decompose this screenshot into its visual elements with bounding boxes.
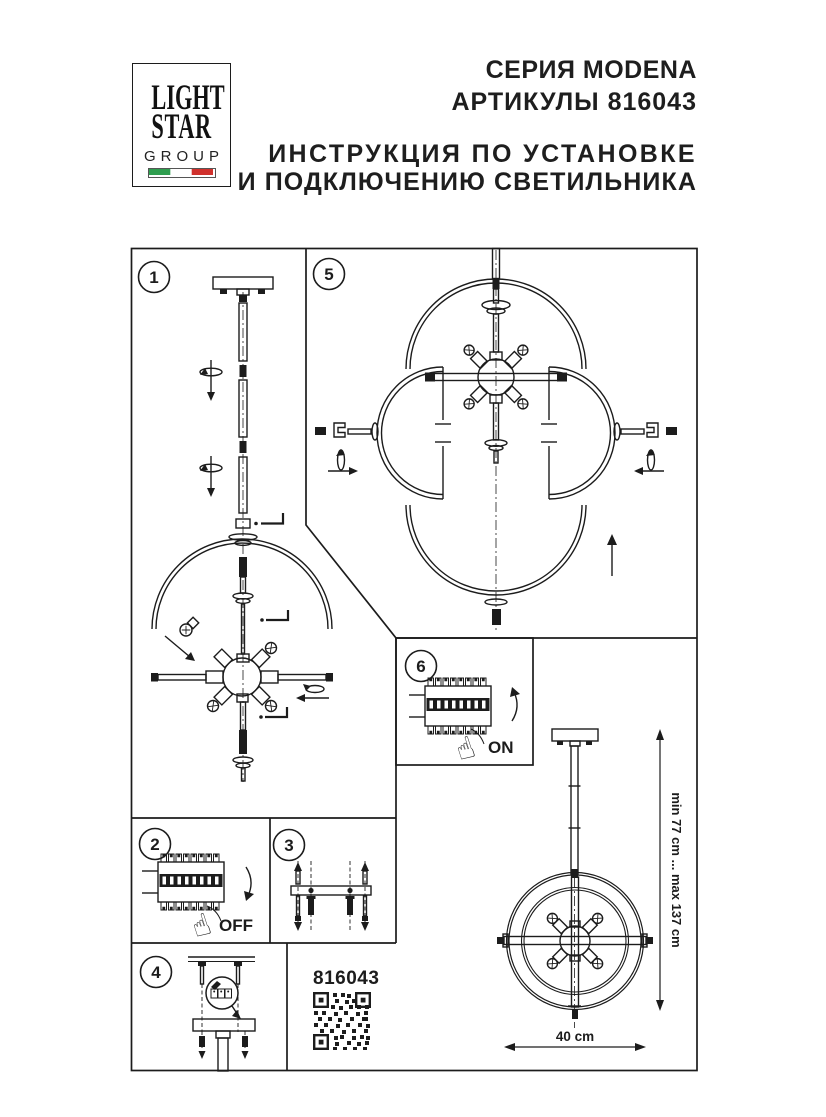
step-2-power-off-diagram: ☝ OFF — [141, 853, 254, 946]
flag-stripe-red — [191, 169, 213, 175]
step-1-badge — [137, 260, 171, 294]
article-qr-block: 816043 — [313, 968, 379, 1050]
rotate-icon — [328, 449, 358, 475]
on-label: ON — [488, 738, 514, 757]
lift-arrow-icon — [607, 534, 617, 576]
bulb-arm — [581, 912, 604, 935]
step-4-canopy-diagram — [188, 956, 256, 1072]
bulb-arm — [546, 947, 569, 970]
switch-down-arrow — [244, 891, 254, 901]
article-title: АРТИКУЛЫ 816043 — [451, 88, 697, 116]
off-label: OFF — [219, 916, 253, 935]
italian-flag-icon — [148, 168, 216, 178]
height-dimension-label: min 77 cm ... max 137 cm — [669, 792, 684, 947]
bulb-arm — [503, 384, 529, 410]
step-badges: 1 5 6 2 3 4 — [137, 257, 438, 989]
step-1-rod-assembly-diagram — [151, 276, 333, 782]
bulb-arm — [206, 685, 234, 713]
width-dimension: 40 cm — [504, 1029, 646, 1051]
step-6-badge — [404, 649, 438, 683]
series-title: СЕРИЯ MODENA — [485, 56, 697, 84]
instruction-title-line2: И ПОДКЛЮЧЕНИЮ СВЕТИЛЬНИКА — [237, 168, 697, 196]
step-5-number: 5 — [324, 265, 333, 284]
step-3-number: 3 — [284, 836, 293, 855]
switch-up-arrow — [510, 687, 520, 697]
allen-key-icon — [254, 513, 285, 526]
bulb-insert-icon — [164, 616, 200, 661]
bulb-arm — [581, 947, 604, 970]
assembled-lamp-diagram: min 77 cm ... max 137 cm 40 cm — [497, 728, 684, 1051]
step-3-bracket-diagram — [290, 861, 372, 931]
flag-stripe-green — [149, 169, 171, 175]
qr-code — [313, 992, 372, 1050]
step-6-number: 6 — [416, 657, 425, 676]
bulb-arm — [250, 685, 278, 713]
rotate-rod-icon — [199, 360, 223, 401]
height-dimension: min 77 cm ... max 137 cm — [656, 729, 684, 1011]
lightstar-logo: LIGHT STAR GROUP — [132, 63, 231, 187]
bulb-arm — [503, 344, 529, 370]
step-1-number: 1 — [149, 268, 158, 287]
step-4-badge — [139, 955, 173, 989]
side-screw-right — [613, 422, 677, 441]
step-2-badge — [138, 827, 172, 861]
bulb-arm — [546, 912, 569, 935]
panel-borders — [130, 247, 698, 1072]
pointing-hand-icon: ☝ — [451, 730, 479, 769]
pointing-hand-icon: ☝ — [187, 907, 215, 946]
step-5-shell-assembly-diagram — [315, 247, 677, 630]
article-number: 816043 — [313, 968, 379, 989]
bulb-arm — [463, 384, 489, 410]
logo-word-group: GROUP — [143, 148, 224, 165]
empty-socket — [213, 648, 234, 669]
step-4-number: 4 — [151, 963, 161, 982]
allen-key-icon — [260, 610, 290, 622]
rotate-rod-icon — [199, 456, 223, 497]
logo-word-star: STAR — [151, 106, 212, 146]
step-3-badge — [272, 828, 306, 862]
allen-key-icon — [259, 707, 289, 719]
bulb-arm — [250, 641, 278, 669]
width-dimension-label: 40 cm — [556, 1029, 594, 1044]
rotate-icon — [296, 684, 329, 702]
bulb-arm — [463, 344, 489, 370]
rotate-icon — [634, 449, 664, 475]
terminal-block-magnifier — [205, 976, 241, 1019]
step-2-number: 2 — [150, 835, 159, 854]
flag-stripe-white — [170, 169, 192, 175]
step-5-badge — [312, 257, 346, 291]
side-screw-left — [315, 422, 379, 441]
instruction-title-line1: ИНСТРУКЦИЯ ПО УСТАНОВКЕ — [268, 140, 697, 168]
step-6-power-on-diagram: ☝ ON — [408, 677, 520, 769]
